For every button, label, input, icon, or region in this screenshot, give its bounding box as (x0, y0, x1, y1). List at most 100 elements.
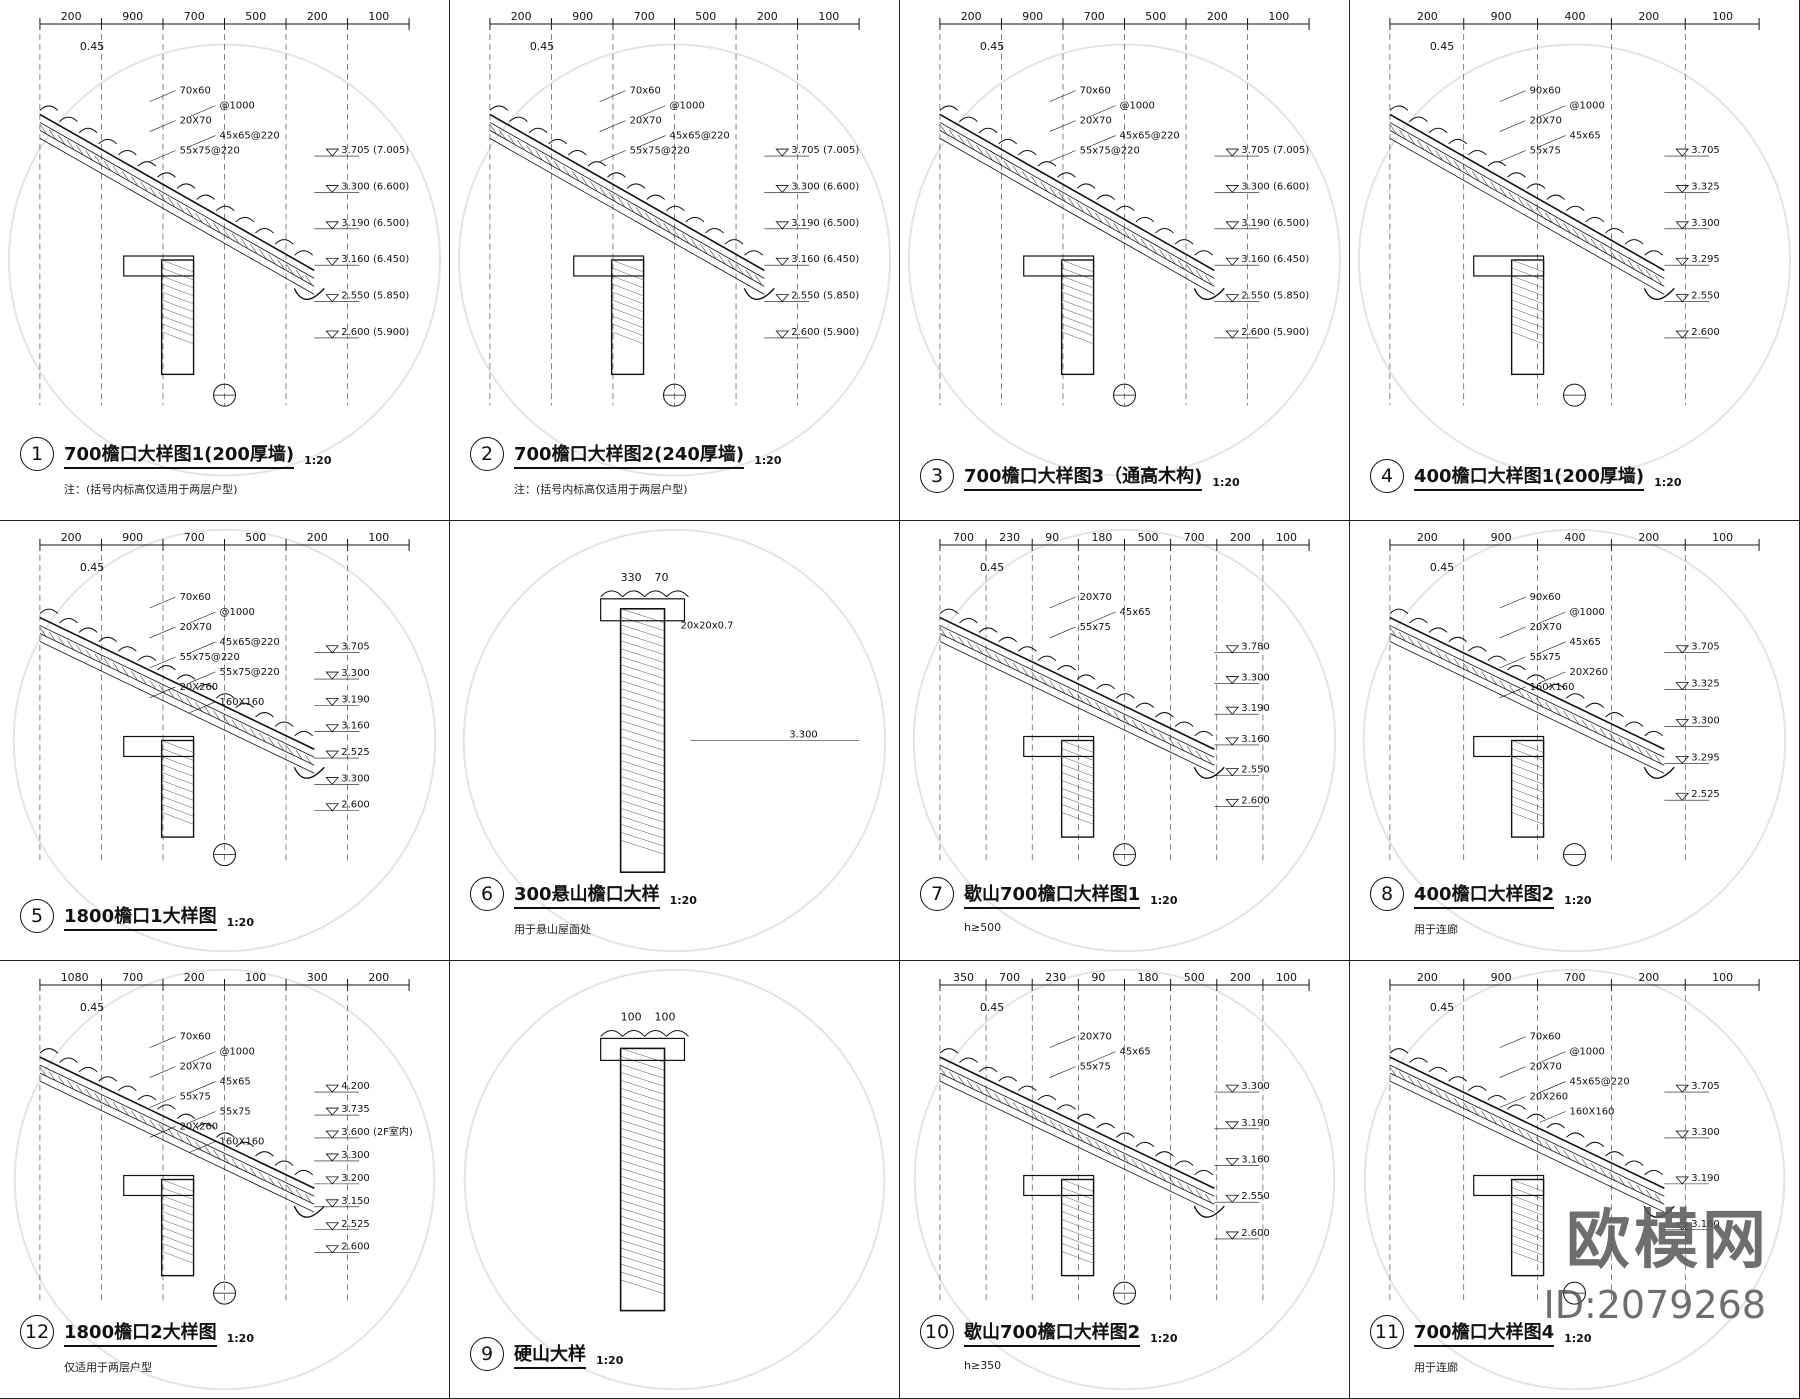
annotation-label: 55x75@220 (180, 652, 240, 663)
detail-number-badge: 7 (920, 877, 954, 911)
annotation-label: 55x75 (180, 1092, 211, 1103)
watermark-id: ID:2079268 (1543, 1283, 1766, 1327)
dimension-label: 200 (511, 10, 532, 23)
dimension-label: 90 (1045, 531, 1059, 544)
detail-title: 硬山大样 (514, 1340, 586, 1369)
elevation-label: 3.705 (1691, 642, 1720, 653)
annotation-label: @1000 (220, 607, 255, 618)
elevation-label: 2.525 (341, 1219, 370, 1230)
dimension-label: 70 (655, 571, 669, 584)
dimension-label: 180 (1138, 971, 1159, 984)
dimension-label: 900 (1491, 971, 1512, 984)
elevation-label: 2.600 (341, 1242, 370, 1253)
elevation-label: 3.705 (1691, 145, 1720, 156)
detail-scale: 1:20 (226, 1332, 254, 1345)
annotation-label: 55x75@220 (180, 146, 240, 157)
elevation-label: 3.705 (7.005) (791, 145, 859, 156)
dimension-label: 500 (695, 10, 716, 23)
annotation-label: 55x75 (220, 1106, 251, 1117)
dimension-label: 700 (999, 971, 1020, 984)
annotation-label: 55x75 (1530, 652, 1561, 663)
annotation-label: 160X160 (220, 1136, 265, 1147)
dimension-label: 500 (245, 531, 266, 544)
elevation-label: 4.200 (341, 1081, 370, 1092)
detail-scale: 1:20 (596, 1354, 624, 1367)
dimension-label: 200 (757, 10, 778, 23)
slope-ratio: 0.45 (530, 40, 554, 53)
elevation-label: 3.300 (1691, 715, 1720, 726)
dimension-label: 100 (655, 1010, 676, 1023)
dimension-label: 700 (953, 531, 974, 544)
elevation-label: 3.300 (6.600) (791, 181, 859, 192)
elevation-label: 3.600 (2F室内) (341, 1125, 413, 1138)
dimension-label: 200 (961, 10, 982, 23)
dimension-label: 500 (1184, 971, 1205, 984)
elevation-label: 3.295 (1691, 752, 1720, 763)
elevation-label: 3.705 (341, 642, 370, 653)
detail-title: 歇山700檐口大样图1 (964, 880, 1141, 909)
dimension-label: 200 (1230, 531, 1251, 544)
annotation-label: 160X160 (1530, 682, 1575, 693)
elevation-label: 3.160 (1691, 1219, 1720, 1230)
annotation-label: 20X70 (180, 622, 212, 633)
wall-section (1060, 1178, 1095, 1277)
dimension-label: 300 (307, 971, 328, 984)
dimension-label: 180 (1091, 531, 1112, 544)
elevation-label: 3.190 (1241, 1118, 1270, 1129)
watermark-brand: 欧模网 (1566, 1204, 1770, 1278)
dimension-label: 100 (1276, 531, 1297, 544)
annotation-label: 20X70 (1080, 116, 1112, 127)
detail-title: 1800檐口1大样图 (64, 902, 217, 931)
annotation-label: 20X70 (1530, 1062, 1562, 1073)
slope-ratio: 0.45 (980, 40, 1004, 53)
annotation-label: 90x60 (1530, 592, 1561, 603)
annotation-label: 90x60 (1530, 86, 1561, 97)
slope-ratio: 0.45 (1430, 1001, 1454, 1014)
elevation-label: 2.600 (341, 800, 370, 811)
elevation-label: 2.600 (1241, 1228, 1270, 1239)
elevation-label: 3.190 (6.500) (1241, 218, 1309, 229)
detail-note: 用于连廊 (1414, 1361, 1458, 1374)
elevation-label: 3.190 (6.500) (341, 218, 409, 229)
dimension-label: 200 (1417, 971, 1438, 984)
dimension-label: 700 (122, 971, 143, 984)
elevation-label: 2.525 (1691, 789, 1720, 800)
detail-number-badge: 8 (1370, 877, 1404, 911)
detail-note: 用于悬山屋面处 (514, 923, 591, 936)
annotation-label: 20X70 (180, 116, 212, 127)
elevation-label: 2.550 (1691, 291, 1720, 302)
detail-note: h≥350 (964, 1359, 1002, 1372)
wall-section (160, 739, 195, 838)
dimension-label: 100 (245, 971, 266, 984)
detail-scale: 1:20 (304, 454, 332, 467)
annotation-label: 45x65 (1120, 607, 1151, 618)
dimension-label: 100 (1276, 971, 1297, 984)
slope-ratio: 0.45 (980, 561, 1004, 574)
detail-title: 700檐口大样图1(200厚墙) (64, 440, 295, 469)
dimension-label: 100 (818, 10, 839, 23)
annotation-label: 55x75@220 (1080, 146, 1140, 157)
dimension-label: 100 (1268, 10, 1289, 23)
wall-section (1510, 259, 1545, 376)
dimension-label: 200 (1417, 531, 1438, 544)
elevation-label: 3.190 (1241, 703, 1270, 714)
dimension-label: 100 (1712, 10, 1733, 23)
detail-number-badge: 9 (470, 1337, 504, 1371)
elevation-label: 2.525 (341, 747, 370, 758)
elevation-label: 3.300 (789, 730, 818, 741)
dimension-label: 700 (1565, 971, 1586, 984)
elevation-label: 3.300 (1241, 672, 1270, 683)
detail-title-row: 9 硬山大样 1:20 (470, 1337, 623, 1371)
